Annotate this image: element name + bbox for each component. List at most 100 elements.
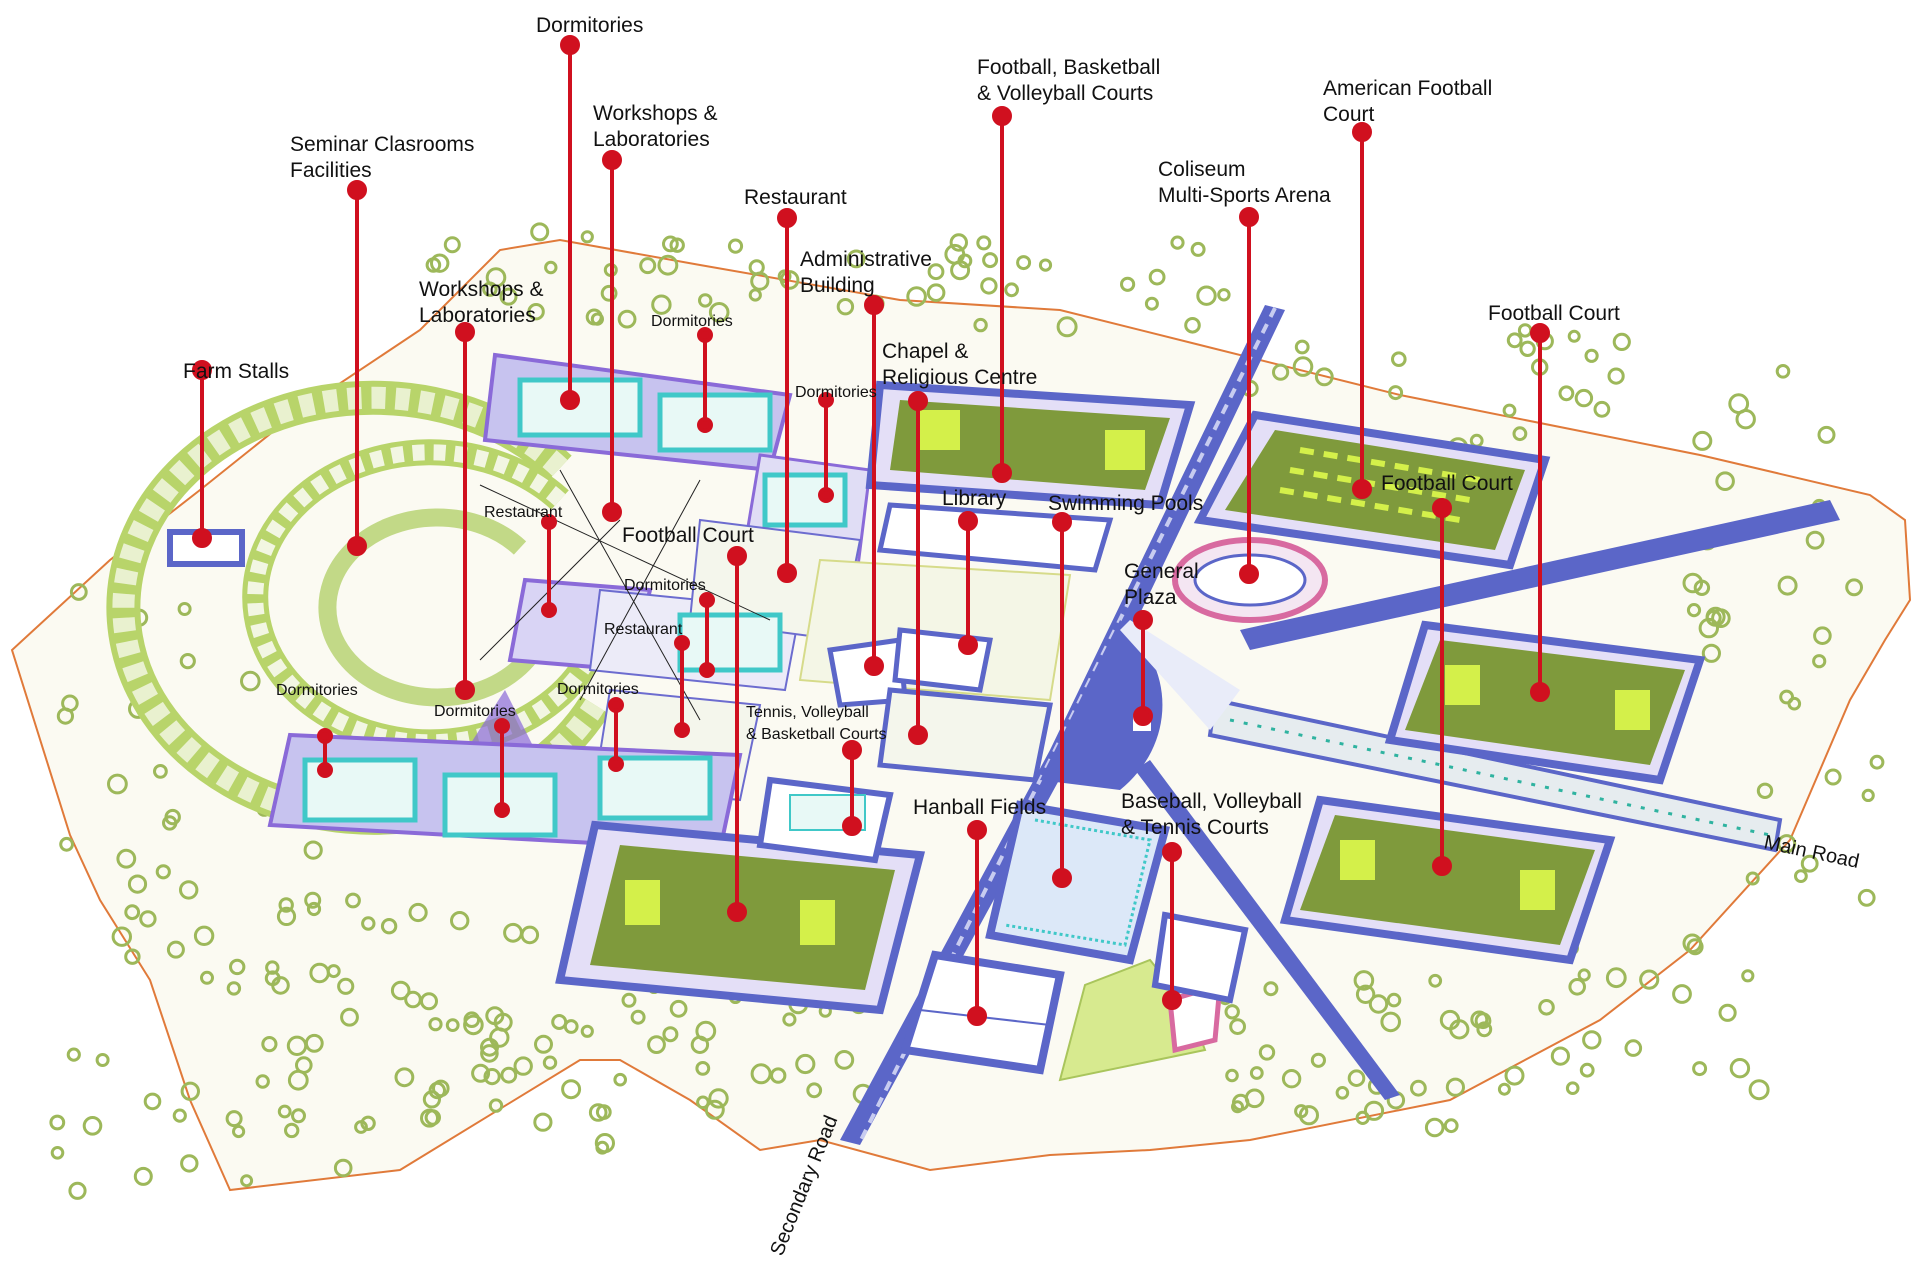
tree-icon xyxy=(1705,609,1722,626)
tree-icon xyxy=(639,257,657,275)
tree-icon xyxy=(360,1115,376,1132)
tree-icon xyxy=(179,653,196,670)
tree-icon xyxy=(1391,351,1407,368)
tree-icon xyxy=(1353,970,1375,991)
tree-icon xyxy=(846,249,866,269)
tree-icon xyxy=(1777,575,1798,596)
handball-label: Hanball Fields xyxy=(913,796,1046,819)
baseball-field xyxy=(1058,911,1249,1082)
tree-icon xyxy=(806,1082,823,1099)
tree-icon xyxy=(1845,578,1863,597)
tree-icon xyxy=(657,254,679,276)
tree-icon xyxy=(278,897,294,913)
dormitories-small-label-2: Dormitories xyxy=(795,384,877,401)
tree-icon xyxy=(1568,978,1586,996)
tree-icon xyxy=(255,1074,270,1089)
tree-icon xyxy=(295,1056,313,1074)
tree-icon xyxy=(1718,1003,1737,1022)
tree-icon xyxy=(1777,834,1797,854)
courts-top-label-1: Football, Basketball xyxy=(977,56,1160,79)
tree-icon xyxy=(1335,1086,1350,1100)
tree-icon xyxy=(1229,1018,1246,1035)
tree-icon xyxy=(1292,356,1314,377)
tree-icon xyxy=(1294,339,1310,355)
tree-icon xyxy=(499,287,518,306)
annotation-pins xyxy=(192,35,1550,1026)
tree-icon xyxy=(527,303,545,321)
tree-icon xyxy=(1148,268,1166,286)
tree-icon xyxy=(1224,1004,1240,1020)
tree-icon xyxy=(1745,871,1760,886)
tree-icon xyxy=(1861,788,1875,803)
tree-icon xyxy=(425,257,442,273)
tree-icon xyxy=(166,940,185,959)
tree-icon xyxy=(1805,530,1825,550)
tree-icon xyxy=(482,281,498,297)
general-plaza-label-1: General xyxy=(1124,560,1199,583)
tennis-courts-left xyxy=(756,776,894,864)
tree-icon xyxy=(276,906,297,927)
tree-icon xyxy=(580,230,594,244)
tree-icon xyxy=(1682,572,1704,594)
tree-icon xyxy=(1577,968,1591,982)
tree-icon xyxy=(795,1053,816,1075)
tree-icon xyxy=(277,1104,292,1119)
tree-icon xyxy=(1184,317,1201,334)
tree-icon xyxy=(1144,296,1159,311)
coliseum-label-2: Multi-Sports Arena xyxy=(1158,184,1331,207)
tree-icon xyxy=(727,238,744,254)
tree-icon xyxy=(1368,994,1389,1014)
coliseum-label-1: Coliseum xyxy=(1158,158,1246,181)
tree-icon xyxy=(1190,241,1206,257)
tree-icon xyxy=(1692,430,1713,451)
tree-icon xyxy=(1388,385,1404,401)
tree-icon xyxy=(127,874,148,894)
tree-icon xyxy=(1470,1010,1489,1029)
tennis-label-1: Tennis, Volleyball xyxy=(746,704,869,721)
tree-icon xyxy=(232,1124,246,1139)
tree-icon xyxy=(1729,1058,1751,1079)
tree-icon xyxy=(420,992,438,1011)
tree-icon xyxy=(976,235,992,251)
football-court-right-lower xyxy=(1279,795,1616,965)
tree-icon xyxy=(1310,1052,1327,1068)
tree-icon xyxy=(748,288,762,302)
tree-icon xyxy=(50,1146,65,1160)
tree-icon xyxy=(390,980,411,1001)
tree-icon xyxy=(595,1104,612,1120)
tree-icon xyxy=(271,976,290,995)
tree-icon xyxy=(1502,403,1517,418)
chapel-label-1: Chapel & xyxy=(882,340,968,363)
tree-icon xyxy=(471,1063,491,1083)
tree-icon xyxy=(143,1092,162,1111)
tree-icon xyxy=(647,1035,666,1054)
tree-icon xyxy=(1824,768,1842,786)
library-label: Library xyxy=(942,487,1007,510)
tree-icon xyxy=(309,962,330,984)
tree-icon xyxy=(704,1099,725,1120)
tree-icon xyxy=(49,1114,66,1131)
tree-icon xyxy=(107,773,128,795)
tree-icon xyxy=(463,1014,484,1036)
tree-icon xyxy=(180,1081,201,1102)
seminar-label-2: Facilities xyxy=(290,159,372,182)
admin-label-1: Administrative xyxy=(800,248,932,271)
tree-icon xyxy=(1639,969,1660,990)
tree-icon xyxy=(304,891,322,909)
dormitories-left-label: Dormitories xyxy=(276,682,358,699)
tree-icon xyxy=(1519,340,1536,357)
tree-icon xyxy=(1711,608,1731,629)
tree-icon xyxy=(1232,1093,1250,1112)
football-court-center-label: Football Court xyxy=(622,524,754,547)
tree-icon xyxy=(1249,1066,1264,1080)
tree-icon xyxy=(261,1036,278,1053)
tree-icon xyxy=(1225,1068,1239,1083)
tree-icon xyxy=(927,263,945,281)
tree-icon xyxy=(600,284,618,302)
tree-icon xyxy=(926,283,946,303)
dormitories-center-label: Dormitories xyxy=(624,577,706,594)
tree-icon xyxy=(1504,1065,1525,1086)
tree-icon xyxy=(116,848,137,869)
tree-icon xyxy=(1347,1069,1366,1087)
tree-icon xyxy=(1196,285,1217,306)
